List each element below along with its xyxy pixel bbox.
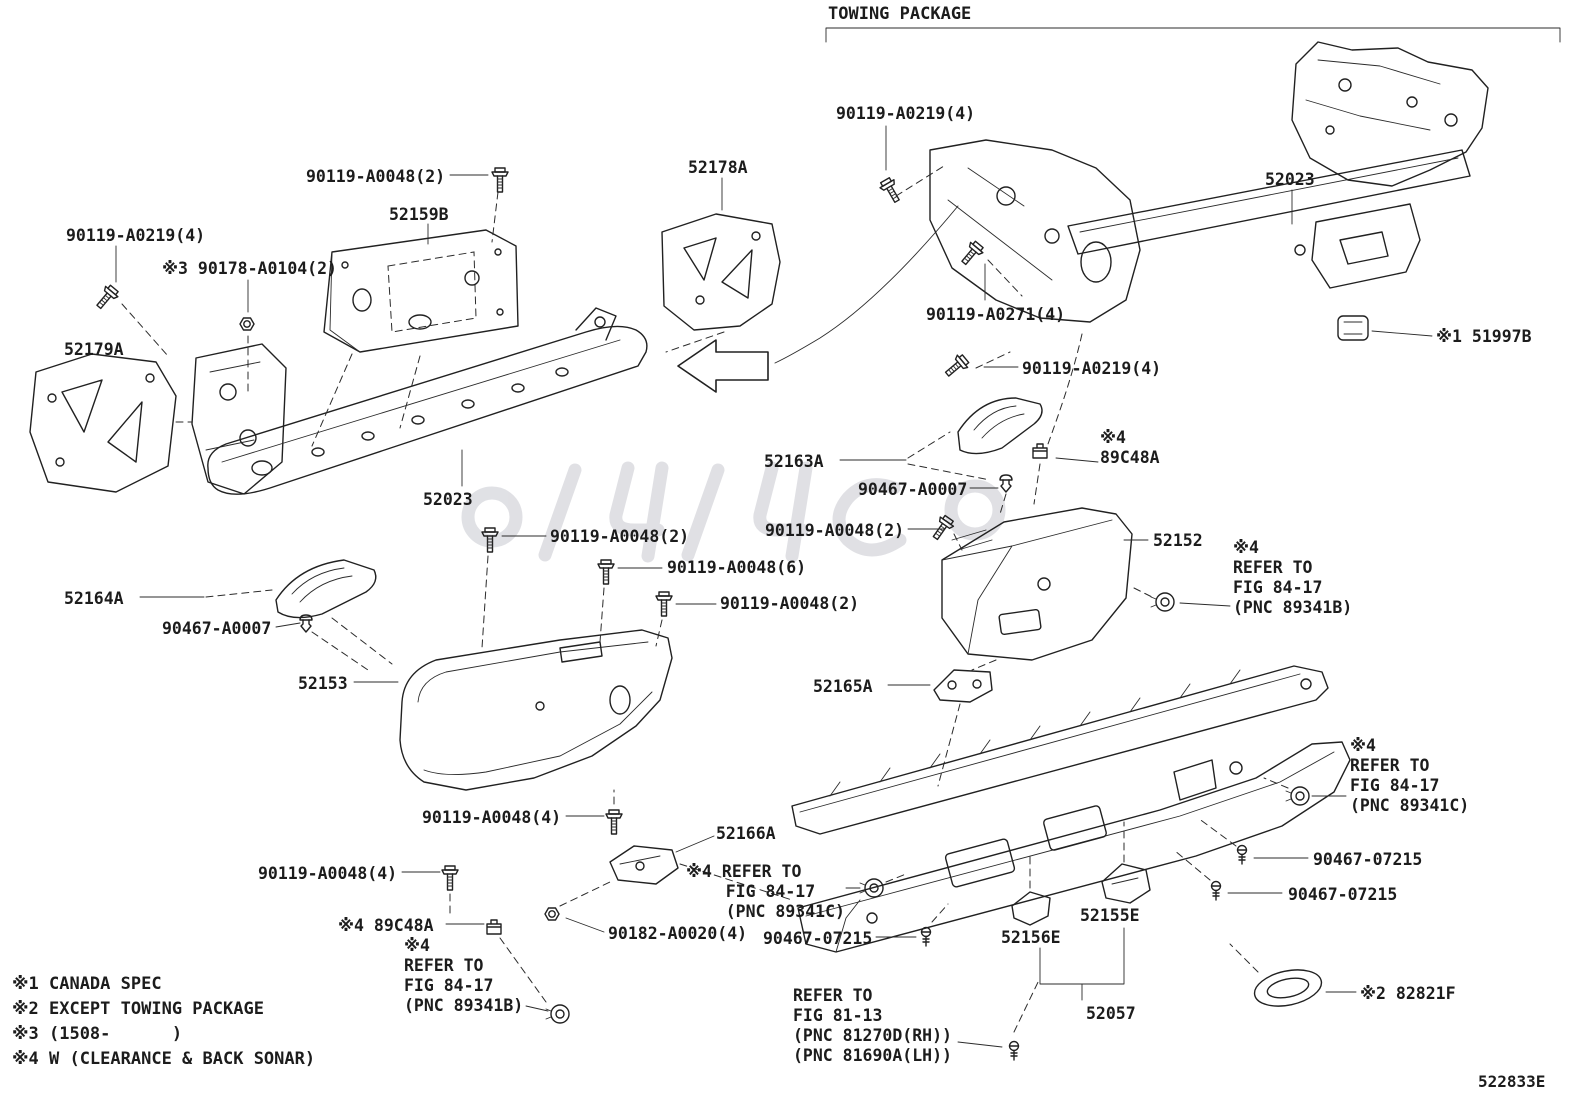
label-89c48a-left: ※4 89C48A: [338, 916, 434, 935]
part-52179a-extension: [29, 353, 177, 493]
label-90119-a0219-left: 90119-A0219(4): [66, 226, 206, 245]
label-90119-a0219-top: 90119-A0219(4): [836, 104, 976, 123]
label-52155e: 52155E: [1080, 906, 1140, 925]
bolt-90119-a0048-b1: [605, 809, 623, 835]
label-90119-a0048-c2: 90119-A0048(2): [765, 521, 905, 540]
part-52057-step-panel: [791, 665, 1351, 953]
part-51997b-cover: [1337, 315, 1369, 341]
label-90119-a0271: 90119-A0271(4): [926, 305, 1066, 324]
clip-89c48a-right: [1032, 443, 1048, 459]
label-90467-a0007-left: 90467-A0007: [162, 619, 272, 638]
direction-arrow-icon: [677, 339, 769, 393]
part-52156e-bracket: [1011, 891, 1051, 926]
part-52023-bumper-reinforcement: [207, 307, 648, 495]
label-82821f: ※2 82821F: [1360, 984, 1456, 1003]
label-52057: 52057: [1086, 1004, 1136, 1023]
part-52152-bumper-face-rh: [941, 507, 1133, 661]
bolt-90119-a0219-mid: [941, 351, 972, 381]
bolt-90119-a0048-b2: [441, 865, 459, 891]
nut-90182-a0020: [544, 907, 560, 921]
label-52165a: 52165A: [813, 677, 873, 696]
label-52166a: 52166A: [716, 824, 776, 843]
label-90119-a0048-c4: 90119-A0048(2): [720, 594, 860, 613]
label-90467-07215-r1: 90467-07215: [1313, 850, 1423, 869]
legend-note-1: ※1 CANADA SPEC: [12, 974, 162, 994]
clip-90467-a0007-right: [999, 474, 1013, 493]
label-90119-a0048-b2: 90119-A0048(4): [258, 864, 398, 883]
legend-note-2: ※2 EXCEPT TOWING PACKAGE: [12, 999, 264, 1019]
label-52164a: 52164A: [64, 589, 124, 608]
nut-90178-a0104: [239, 317, 255, 331]
bolt-90119-a0219-left: [92, 282, 122, 313]
part-82821f-pad: [1253, 969, 1323, 1007]
part-52166a-support: [609, 845, 679, 885]
label-51997b: ※1 51997B: [1436, 327, 1532, 346]
label-90119-a0048-c3: 90119-A0048(6): [667, 558, 807, 577]
legend-note-3: ※3 (1508- ): [12, 1024, 183, 1044]
label-90467-07215-r2: 90467-07215: [1288, 885, 1398, 904]
label-refer-89341c-right: ※4 REFER TO FIG 84-17 (PNC 89341C): [1350, 736, 1470, 815]
label-52023-center: 52023: [423, 490, 473, 509]
part-52159b-bracket: [323, 229, 519, 353]
doc-number: 522833E: [1478, 1072, 1546, 1091]
label-52178a: 52178A: [688, 158, 748, 177]
assembly-dashed-lines: [121, 165, 1289, 1033]
part-52164a-pad: [275, 559, 377, 619]
label-90119-a0048-b1: 90119-A0048(4): [422, 808, 562, 827]
legend-note-4: ※4 W (CLEARANCE & BACK SONAR): [12, 1049, 316, 1069]
label-refer-8113: REFER TO FIG 81-13 (PNC 81270D(RH)) (PNC…: [793, 986, 952, 1065]
label-52152: 52152: [1153, 531, 1203, 550]
label-90119-a0048-c1: 90119-A0048(2): [550, 527, 690, 546]
part-side-mount-bracket: [191, 343, 287, 495]
label-52179a: 52179A: [64, 340, 124, 359]
label-refer-89341b-right: ※4 REFER TO FIG 84-17 (PNC 89341B): [1233, 538, 1353, 617]
label-refer-89341b-bottom: ※4 REFER TO FIG 84-17 (PNC 89341B): [404, 936, 524, 1015]
clip-refer-8113: [1008, 1040, 1020, 1061]
label-90182-a0020: 90182-A0020(4): [608, 924, 748, 943]
sensor-89341b-right: [1150, 592, 1175, 612]
sensor-89341c-right: [1285, 786, 1310, 806]
part-52163a-sensor-retainer: [957, 397, 1043, 455]
clip-90467-07215-r2: [1210, 880, 1222, 901]
label-90467-07215-mid: 90467-07215: [763, 929, 873, 948]
label-52163a: 52163A: [764, 452, 824, 471]
label-89c48a-right: ※4 89C48A: [1100, 428, 1160, 467]
label-90467-a0007-right: 90467-A0007: [858, 480, 968, 499]
bolt-90119-a0048-c4: [655, 591, 673, 617]
part-52155e-bracket: [1101, 863, 1151, 904]
label-52023-towing: 52023: [1265, 170, 1315, 189]
diagram-title: TOWING PACKAGE: [828, 4, 972, 24]
leader-lines: [115, 125, 1433, 1048]
label-refer-89341c-mid: ※4 REFER TO FIG 84-17 (PNC 89341C): [686, 862, 845, 921]
label-90119-a0219-mid: 90119-A0219(4): [1022, 359, 1162, 378]
clip-89c48a-left: [486, 919, 502, 935]
part-52165a-support: [933, 669, 993, 703]
bolt-90119-a0219-top: [877, 175, 905, 206]
part-52153-bumper-face-lh: [399, 629, 673, 791]
label-90119-a0048-top: 90119-A0048(2): [306, 167, 446, 186]
towing-package-bracket-line: [825, 27, 1561, 43]
bolt-90119-a0048-c3: [597, 559, 615, 585]
label-52159b: 52159B: [389, 205, 449, 224]
legend: ※1 CANADA SPEC ※2 EXCEPT TOWING PACKAGE ※3…: [12, 972, 315, 1072]
label-52156e: 52156E: [1001, 928, 1061, 947]
sensor-89341b-bottom: [545, 1004, 570, 1024]
bolt-90119-a0271: [957, 238, 987, 269]
label-90178-a0104: ※3 90178-A0104(2): [162, 259, 337, 278]
clip-90467-07215-mid: [920, 926, 932, 947]
clip-90467-07215-r1: [1236, 844, 1248, 865]
label-52153: 52153: [298, 674, 348, 693]
bolt-90119-a0048-top: [491, 167, 509, 193]
part-52023-hitch-crossmember: [774, 41, 1489, 364]
part-52178a-extension: [661, 213, 781, 331]
